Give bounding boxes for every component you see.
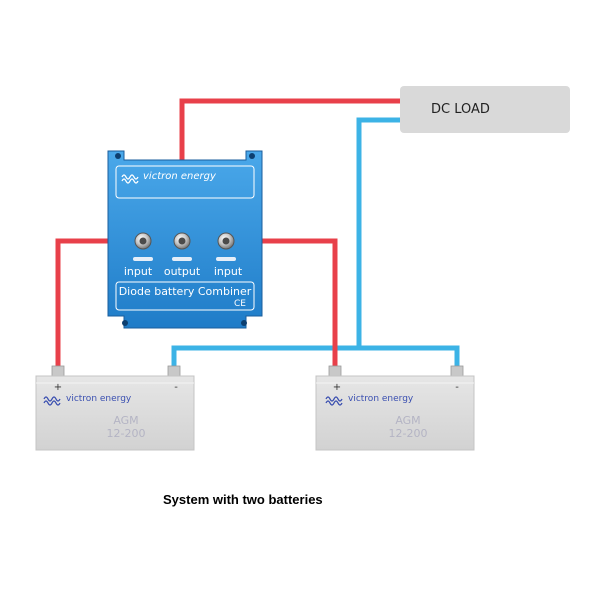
battery-minus-sign: - [174,382,178,393]
negative-wire-bus [171,345,460,376]
combiner-brand-panel [115,165,255,199]
mount-hole [241,320,247,326]
victron-logo-icon [43,396,61,406]
battery-minus-sign: - [455,382,459,393]
battery-type: AGM [395,414,420,427]
battery-post-positive [51,365,65,377]
battery-body [315,375,475,451]
diode-battery-combiner: victron energy input output input Diode … [107,150,263,329]
victron-logo-icon [325,396,343,406]
battery-body [35,375,195,451]
negative-wiring [171,117,460,376]
terminal-input-left [133,232,153,261]
terminal-label-input-left: input [124,265,153,278]
battery-2: + - victron energy AGM 12-200 [315,365,475,451]
dc-load-label: DC LOAD [431,102,490,117]
terminal-label-input-right: input [214,265,243,278]
combiner-brand: victron energy [143,171,217,182]
battery-post-positive [328,365,342,377]
terminal-output [172,232,192,261]
negative-wire-load [356,117,400,348]
battery-1: + - victron energy AGM 12-200 [35,365,195,451]
battery-rating: 12-200 [389,427,428,440]
combiner-name-panel [115,281,255,311]
combiner-name: Diode battery Combiner [119,285,252,298]
battery-post-negative [450,365,464,377]
terminal-label-output: output [164,265,201,278]
battery-post-negative [167,365,181,377]
mount-hole [249,153,255,159]
battery-brand: victron energy [348,394,414,404]
battery-rating: 12-200 [107,427,146,440]
battery-type: AGM [113,414,138,427]
battery-plus-sign: + [54,382,62,393]
dc-load-box [400,86,570,133]
diagram-caption: System with two batteries [163,492,323,507]
battery-plus-sign: + [333,382,341,393]
mount-hole [115,153,121,159]
mount-hole [122,320,128,326]
ce-mark: CE [234,299,246,309]
victron-logo-icon [121,174,139,184]
terminal-input-right [216,232,236,261]
battery-brand: victron energy [66,394,132,404]
